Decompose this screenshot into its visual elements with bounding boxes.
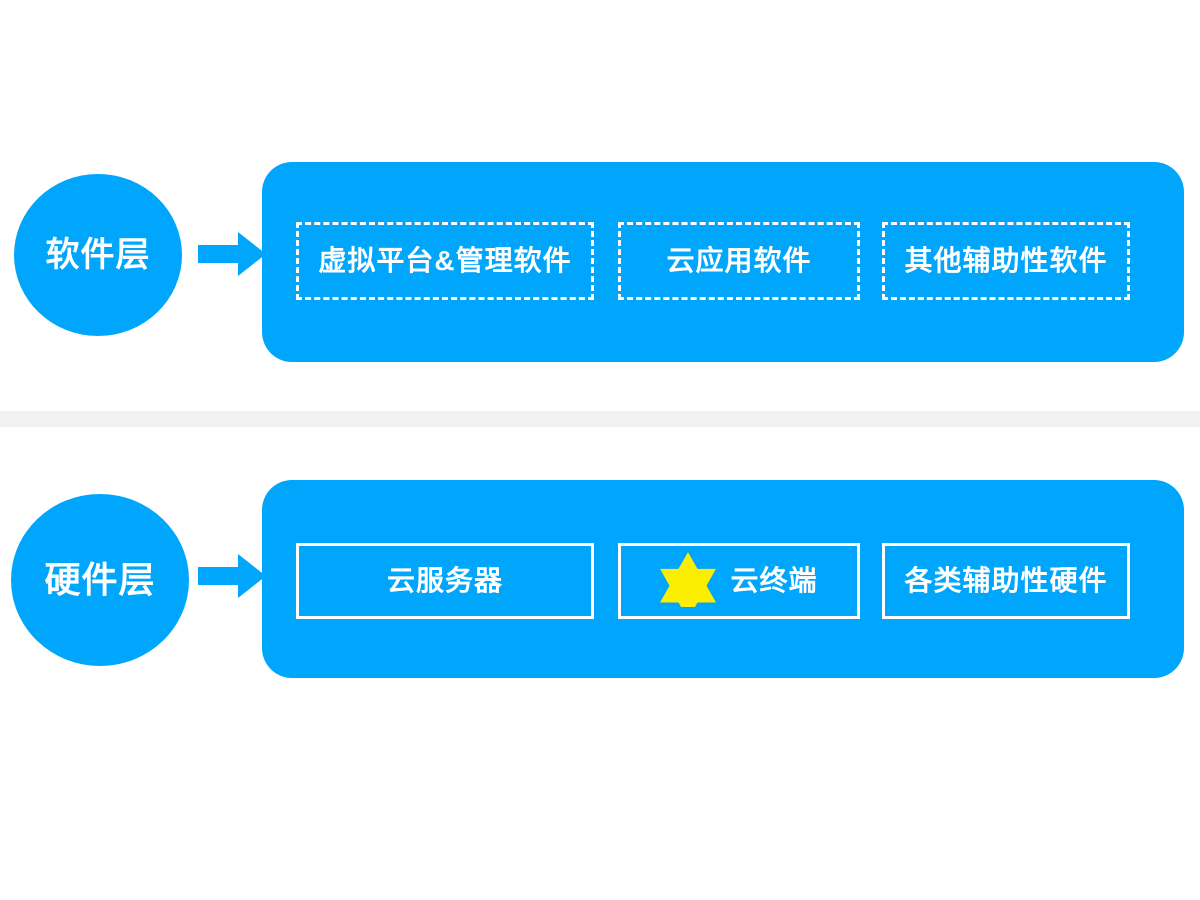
hardware-item-cloud-server-label: 云服务器 — [386, 565, 503, 596]
hardware-layer-arrow-right-icon — [198, 554, 266, 598]
software-item-cloud-app[interactable]: 云应用软件 — [618, 222, 860, 300]
hardware-item-cloud-terminal[interactable]: 云终端 — [618, 543, 860, 619]
hardware-item-cloud-terminal-label: 云终端 — [730, 565, 818, 596]
software-item-virtual-platform-label: 虚拟平台&管理软件 — [318, 245, 572, 276]
software-item-other-auxiliary[interactable]: 其他辅助性软件 — [882, 222, 1130, 300]
star-6-point-icon — [660, 551, 717, 619]
hardware-layer-label: 硬件层 — [44, 559, 156, 600]
software-item-virtual-platform[interactable]: 虚拟平台&管理软件 — [296, 222, 594, 300]
hardware-layer-circle[interactable]: 硬件层 — [11, 494, 189, 666]
software-layer-arrow-right-icon — [198, 232, 266, 276]
hardware-item-auxiliary-hardware[interactable]: 各类辅助性硬件 — [882, 543, 1130, 619]
hardware-item-auxiliary-hardware-label: 各类辅助性硬件 — [904, 565, 1108, 596]
software-layer-panel — [262, 162, 1184, 362]
hardware-item-cloud-server[interactable]: 云服务器 — [296, 543, 594, 619]
hardware-layer-panel — [262, 480, 1184, 678]
section-divider — [0, 411, 1200, 427]
software-layer-label: 软件层 — [45, 236, 151, 274]
software-item-other-auxiliary-label: 其他辅助性软件 — [904, 245, 1108, 276]
software-layer-circle[interactable]: 软件层 — [14, 174, 182, 336]
software-item-cloud-app-label: 云应用软件 — [666, 245, 812, 276]
